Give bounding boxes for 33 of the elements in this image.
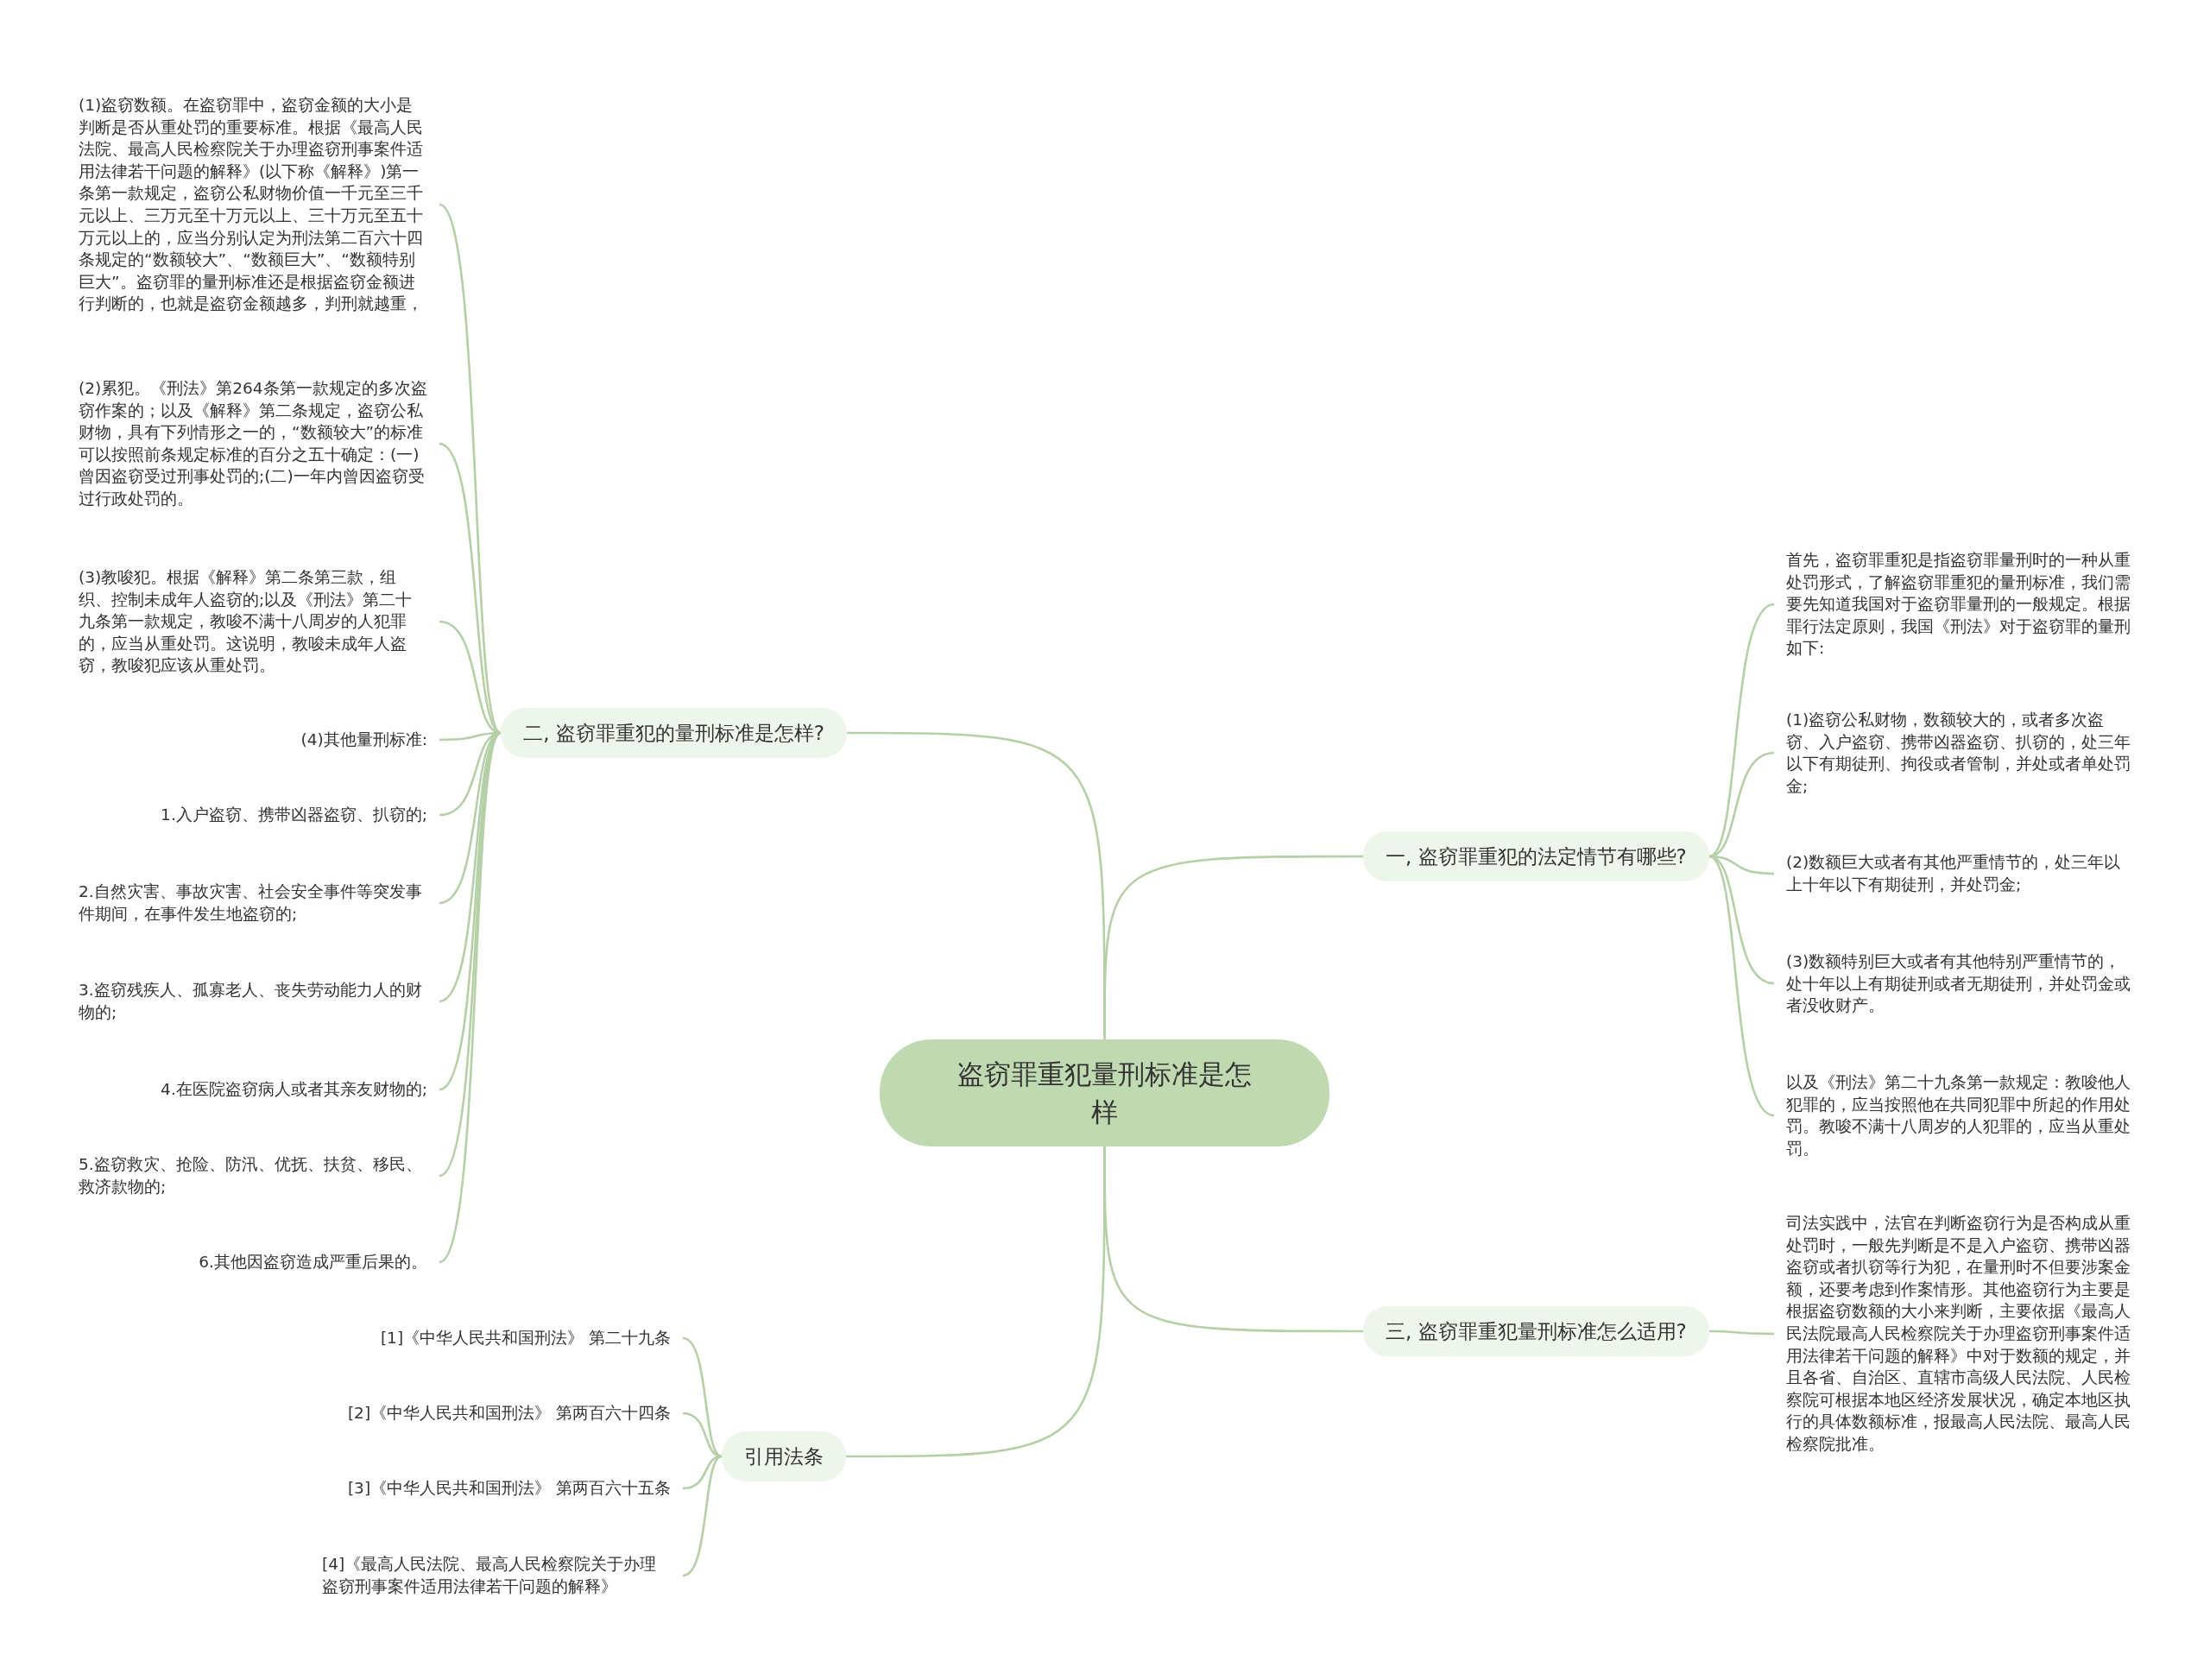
connector-line: [1708, 1329, 1774, 1336]
branch-topic: 一, 盗窃罪重犯的法定情节有哪些?: [1363, 831, 1709, 881]
topic-text: (1)盗窃公私财物，数额较大的，或者多次盗窃、入户盗窃、携带凶器盗窃、扒窃的，处三年以下有期徒刑、拘役或者管制，并处或者单处罚金;: [1774, 708, 2135, 798]
topic-text: [3]《中华人民共和国刑法》 第两百六十五条: [347, 1477, 683, 1500]
topic-text: (3)数额特别巨大或者有其他特别严重情节的，处十年以上有期徒刑或者无期徒刑，并处罚金或者没收财产。: [1774, 950, 2135, 1017]
connector-line: [1708, 751, 1775, 858]
connector-line: [1103, 1146, 1363, 1333]
connector-line: [1103, 855, 1363, 1039]
topic-text: 3.盗窃残疾人、孤寡老人、丧失劳动能力人的财物的;: [79, 979, 439, 1024]
topic-text: 6.其他因盗窃造成严重后果的。: [199, 1251, 439, 1273]
central-topic: 盗窃罪重犯量刑标准是怎样: [880, 1039, 1329, 1146]
topic-text: 5.盗窃救灾、抢险、防汛、优抚、扶贫、移民、救济款物的;: [79, 1153, 439, 1198]
connector-line: [682, 1455, 723, 1577]
topic-text: [2]《中华人民共和国刑法》 第两百六十四条: [347, 1402, 683, 1424]
connector-line: [682, 1412, 723, 1458]
branch-topic: 引用法条: [722, 1431, 846, 1481]
topic-text: (2)数额巨大或者有其他严重情节的，处三年以上十年以下有期徒刑，并处罚金;: [1774, 851, 2135, 896]
topic-text: (2)累犯。《刑法》第264条第一款规定的多次盗窃作案的；以及《解释》第二条规定，盗窃公私财物，具有下列情形之一的，“数额较大”的标准可以按照前条规定标准的百分之五十确定：(一)曾因盗窃受过刑事处罚的;(二)一年内曾因盗窃受过行政处罚的。: [79, 377, 439, 510]
branch-topic: 三, 盗窃罪重犯量刑标准怎么适用?: [1363, 1306, 1709, 1356]
connector-line: [1708, 855, 1775, 1117]
topic-text: 以及《刑法》第二十九条第一款规定：教唆他人犯罪的，应当按照他在共同犯罪中所起的作用处罚。教唆不满十八周岁的人犯罪的，应当从重处罚。: [1774, 1071, 2135, 1160]
topic-text: 司法实践中，法官在判断盗窃行为是否构成从重处罚时，一般先判断是不是入户盗窃、携带凶器盗窃或者扒窃等行为犯，在量刑时不但要涉案金额，还要考虑到作案情形。其他盗窃行为主要是根据盗窃数额的大小来判断，主要依据《最高人民法院最高人民检察院关于办理盗窃刑事案件适用法律若干问题的解释》中对于数额的规定，并且各省、自治区、直辖市高级人民法院、人民检察院可根据本地区经济发展状况，确定本地区执行的具体数额标准，报最高人民法院、最高人民检察院批准。: [1774, 1212, 2135, 1456]
topic-text: (1)盗窃数额。在盗窃罪中，盗窃金额的大小是判断是否从重处罚的重要标准。根据《最高人民法院、最高人民检察院关于办理盗窃刑事案件适用法律若干问题的解释》(以下称《解释》)第一条第一款规定，盗窃公私财物价值一千元至三千元以上、三万元至十万元以上、三十万元至五十万元以上的，应当分别认定为刑法第二百六十四条规定的“数额较大”、“数额巨大”、“数额特别巨大”。盗窃罪的量刑标准还是根据盗窃金额进行判断的，也就是盗窃金额越多，判刑就越重，: [79, 94, 439, 315]
branch-topic: 二, 盗窃罪重犯的量刑标准是怎样?: [501, 708, 847, 758]
topic-text: 4.在医院盗窃病人或者其亲友财物的;: [161, 1078, 439, 1101]
topic-text: (3)教唆犯。根据《解释》第二条第三款，组织、控制未成年人盗窃的;以及《刑法》第二十九条第一款规定，教唆不满十八周岁的人犯罪的，应当从重处罚。这说明，教唆未成年人盗窃，教唆犯应该从重处罚。: [79, 566, 439, 677]
topic-text: (4)其他量刑标准:: [300, 729, 439, 751]
topic-text: 1.入户盗窃、携带凶器盗窃、扒窃的;: [161, 804, 439, 826]
connector-line: [1708, 603, 1775, 858]
topic-text: [1]《中华人民共和国刑法》 第二十九条: [380, 1327, 683, 1349]
topic-text: [4]《最高人民法院、最高人民检察院关于办理盗窃刑事案件适用法律若干问题的解释》: [322, 1553, 683, 1598]
topic-text: 2.自然灾害、事故灾害、社会安全事件等突发事件期间，在事件发生地盗窃的;: [79, 881, 439, 925]
topic-text: 首先，盗窃罪重犯是指盗窃罪量刑时的一种从重处罚形式，了解盗窃罪重犯的量刑标准，我们需要先知道我国对于盗窃罪量刑的一般规定。根据罪行法定原则，我国《刑法》对于盗窃罪的量刑如下:: [1774, 549, 2135, 660]
